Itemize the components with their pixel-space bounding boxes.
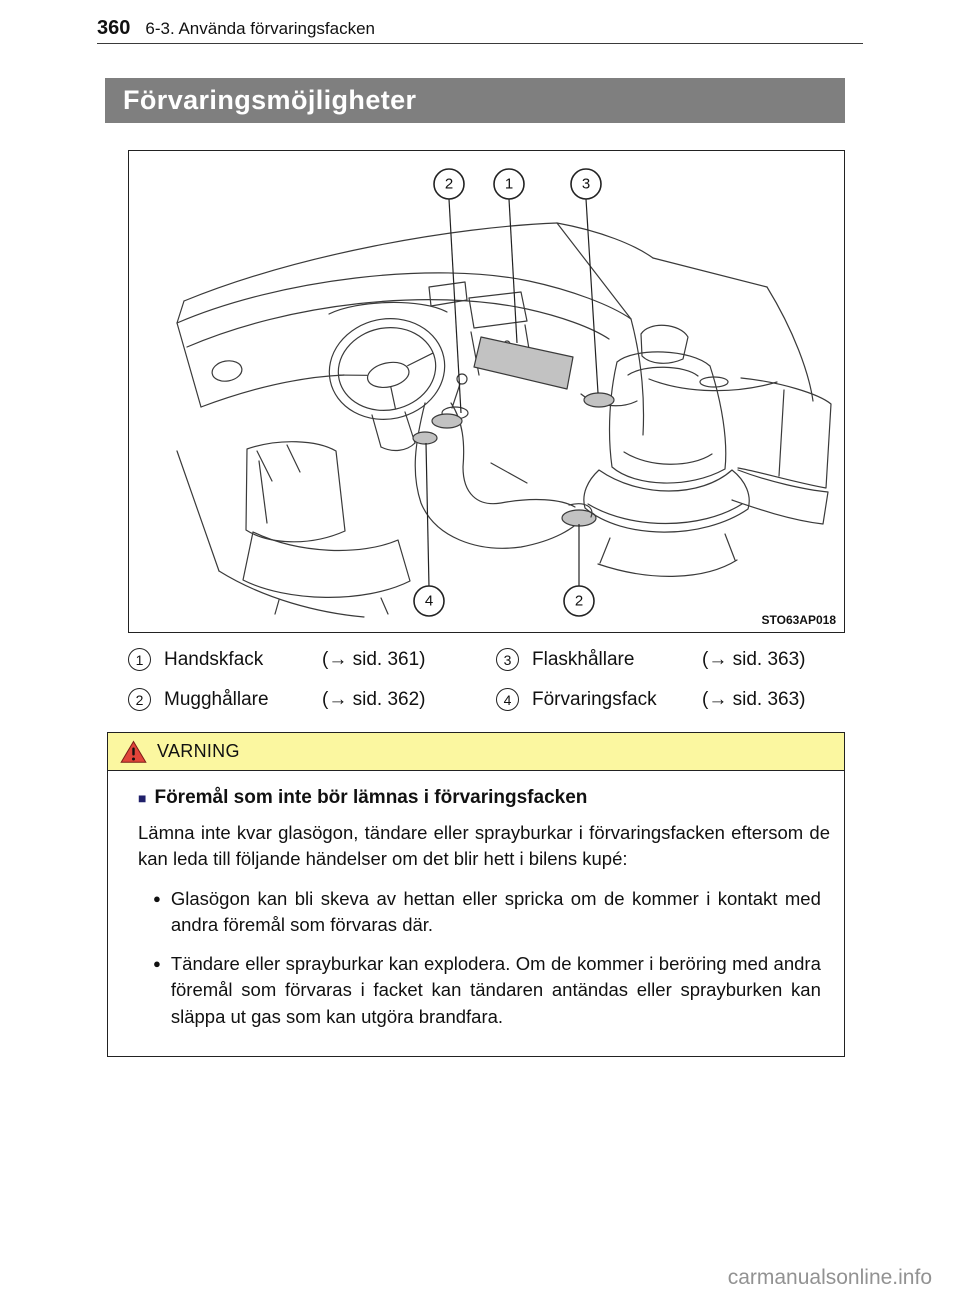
figure-code: STO63AP018	[761, 613, 837, 627]
callout-mugghallare-top: 2	[445, 176, 453, 193]
legend-item-handskfack: 1 Handskfack (→ sid. 361)	[128, 648, 496, 671]
warning-intro: Lämna inte kvar glasögon, tändare eller …	[138, 822, 830, 870]
callout-mugghallare-bottom: 2	[575, 593, 583, 610]
dot-bullet-icon: ●	[153, 956, 161, 972]
car-interior-illustration: 2 1 3 4 2	[176, 168, 832, 618]
legend-label: Mugghållare	[164, 688, 269, 710]
circled-number-4: 4	[496, 688, 519, 711]
warning-title: VARNING	[157, 741, 240, 761]
watermark: carmanualsonline.info	[727, 1266, 932, 1289]
callout-flaskhallare: 3	[582, 176, 590, 193]
figure-box: 2 1 3 4 2 STO63AP018	[128, 150, 845, 633]
callout-forvaringsfack: 4	[425, 593, 433, 610]
circled-number-3: 3	[496, 648, 519, 671]
legend-item-forvaringsfack: 4 Förvaringsfack (→ sid. 363)	[496, 688, 845, 711]
warning-subheading: ■ Föremål som inte bör lämnas i förvarin…	[138, 787, 828, 809]
warning-box: VARNING ■ Föremål som inte bör lämnas i …	[107, 732, 845, 1057]
legend-label: Flaskhållare	[532, 648, 635, 670]
legend-label: Handskfack	[164, 648, 264, 670]
page-number: 360	[97, 17, 131, 39]
circled-number-2: 2	[128, 688, 151, 711]
page-title: Förvaringsmöjligheter	[123, 85, 417, 115]
figure-legend: 1 Handskfack (→ sid. 361) 3 Flaskhållare…	[128, 648, 845, 711]
warning-header: VARNING	[108, 733, 844, 771]
circled-number-1: 1	[128, 648, 151, 671]
legend-page-ref: (→ sid. 361)	[322, 648, 426, 670]
section-header: 6-3. Använda förvaringsfacken	[145, 19, 376, 39]
warning-bullet-text: Tändare eller sprayburkar kan explodera.…	[170, 953, 821, 1027]
legend-item-mugghallare: 2 Mugghållare (→ sid. 362)	[128, 688, 496, 711]
legend-item-flaskhallare: 3 Flaskhållare (→ sid. 363)	[496, 648, 845, 671]
warning-subheading-text: Föremål som inte bör lämnas i förvarings…	[154, 787, 588, 808]
legend-page-ref: (→ sid. 362)	[322, 688, 426, 710]
callout-handskfack: 1	[505, 176, 513, 193]
warning-bullet-text: Glasögon kan bli skeva av hettan eller s…	[170, 887, 821, 935]
dot-bullet-icon: ●	[153, 890, 161, 906]
legend-page-ref: (→ sid. 363)	[702, 648, 806, 670]
legend-page-ref: (→ sid. 363)	[702, 688, 806, 710]
warning-triangle-icon	[120, 740, 147, 763]
warning-body: ■ Föremål som inte bör lämnas i förvarin…	[108, 771, 844, 1056]
warning-bullet-item: ● Glasögon kan bli skeva av hettan eller…	[138, 886, 828, 939]
figure-callouts: 2 1 3 4 2	[413, 168, 602, 617]
square-bullet-icon: ■	[138, 790, 147, 806]
chapter-title-bar: Förvaringsmöjligheter	[105, 78, 845, 123]
warning-bullet-item: ● Tändare eller sprayburkar kan exploder…	[138, 951, 828, 1030]
running-header: 360 6-3. Använda förvaringsfacken	[97, 14, 863, 44]
legend-label: Förvaringsfack	[532, 688, 657, 710]
